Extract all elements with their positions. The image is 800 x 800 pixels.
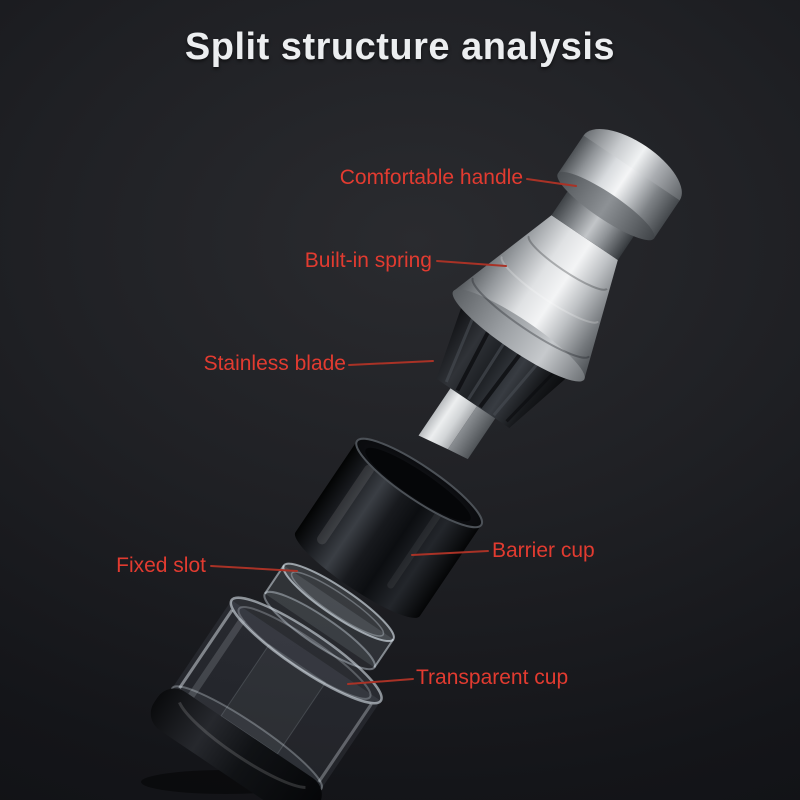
product-parts — [150, 129, 682, 800]
barrier-cup-part — [294, 437, 484, 618]
spring-cone-part — [452, 215, 618, 382]
leader-line-transparent-cup — [347, 678, 414, 685]
leader-line-comfortable-handle — [526, 178, 577, 187]
label-comfortable-handle: Comfortable handle — [339, 166, 523, 189]
leader-line-fixed-slot — [210, 565, 298, 572]
leader-line-built-in-spring — [436, 260, 507, 267]
blade-shaft — [418, 384, 498, 460]
handle-part — [557, 129, 682, 241]
leader-line-barrier-cup — [411, 550, 489, 556]
transparent-cup-part — [150, 596, 383, 800]
fixed-slot-part — [263, 562, 395, 671]
handle-neck — [551, 183, 640, 260]
cup-base — [150, 688, 322, 800]
label-stainless-blade: Stainless blade — [203, 352, 346, 375]
stainless-blade-part — [436, 304, 569, 428]
page-title: Split structure analysis — [184, 26, 616, 68]
leader-lines — [210, 178, 577, 685]
label-fixed-slot: Fixed slot — [116, 554, 206, 577]
leader-line-stainless-blade — [348, 360, 434, 366]
label-barrier-cup: Barrier cup — [492, 539, 595, 562]
label-built-in-spring: Built-in spring — [304, 249, 432, 272]
label-transparent-cup: Transparent cup — [416, 666, 569, 689]
